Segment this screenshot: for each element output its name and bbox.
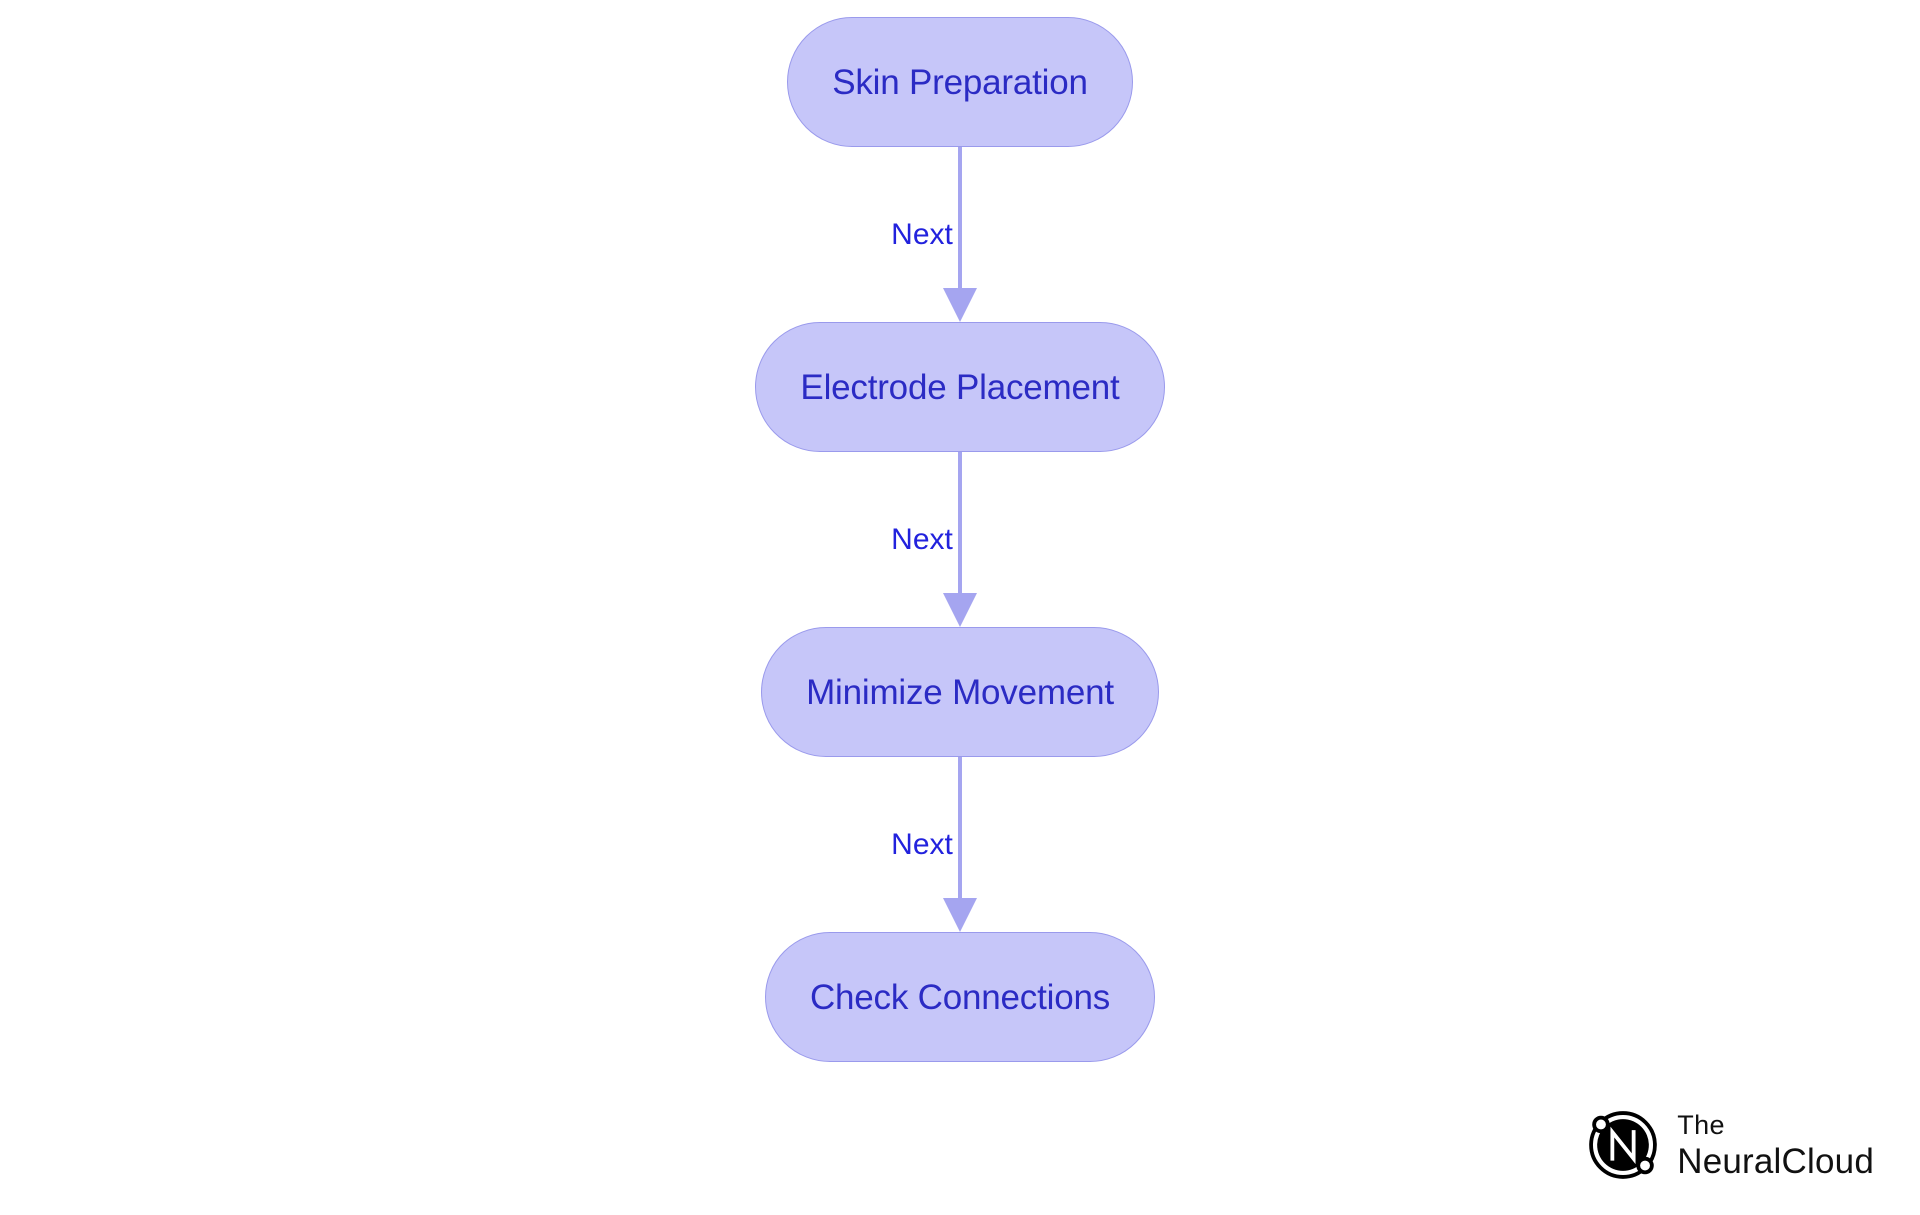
flowchart-edge-minimize-movement-to-check-connections: Next [830,757,1090,932]
brand-logo-text: The NeuralCloud [1677,1109,1874,1181]
brand-logo: The NeuralCloud [1585,1107,1874,1183]
brand-logo-line-2: NeuralCloud [1677,1141,1874,1181]
flowchart-node-check-connections[interactable]: Check Connections [764,932,1156,1062]
flowchart-node-electrode-placement[interactable]: Electrode Placement [755,322,1165,452]
node-label: Check Connections [809,977,1111,1017]
brand-logo-line-1: The [1677,1109,1725,1140]
flowchart-node-minimize-movement[interactable]: Minimize Movement [761,627,1159,757]
node-label: Minimize Movement [806,672,1114,712]
edge-label: Next [891,217,953,251]
flowchart: Skin Preparation Next Electrode Placemen… [755,17,1165,1062]
node-label: Skin Preparation [832,62,1088,102]
edge-label: Next [891,827,953,861]
neuralcloud-logo-icon [1589,1111,1658,1179]
flowchart-node-skin-preparation[interactable]: Skin Preparation [787,17,1133,147]
node-label: Electrode Placement [800,367,1120,407]
edge-label: Next [891,522,953,556]
flowchart-edge-skin-preparation-to-electrode-placement: Next [830,147,1090,322]
flowchart-edge-electrode-placement-to-minimize-movement: Next [830,452,1090,627]
